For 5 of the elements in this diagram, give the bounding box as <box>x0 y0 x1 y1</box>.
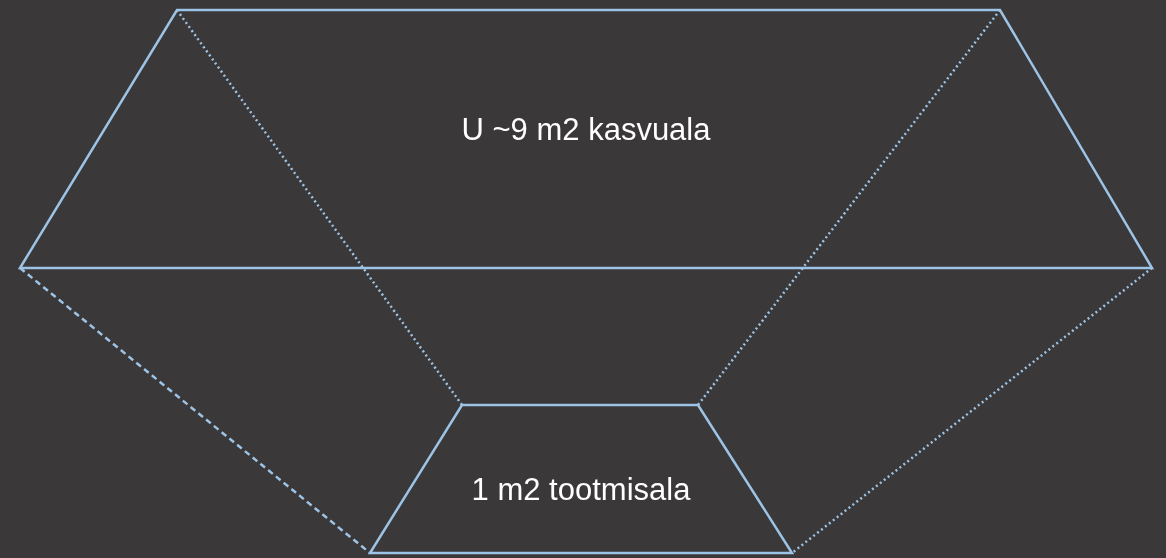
trapezoid-shape <box>370 405 792 553</box>
area-label: 1 m2 tootmisala <box>471 470 691 509</box>
area-label: U ~9 m2 kasvuala <box>461 110 711 149</box>
connector-line <box>791 267 1153 554</box>
trapezoid-shape <box>20 10 1152 268</box>
